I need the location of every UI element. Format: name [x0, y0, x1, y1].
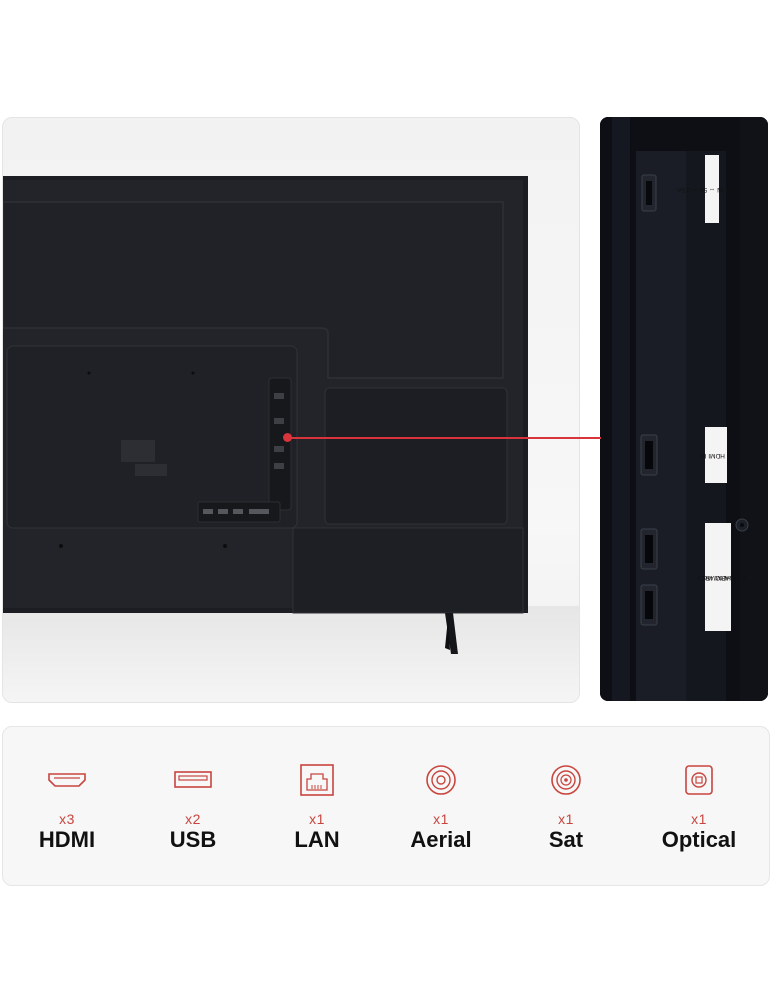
port-summary-panel: x3 HDMI x2 USB x1 LAN x1 Aerial: [2, 726, 770, 886]
tv-rear-photo: [2, 117, 580, 703]
port-count: x3: [59, 811, 75, 827]
port-name: Sat: [548, 827, 584, 852]
lan-icon: [300, 764, 334, 796]
port-name: LAN: [294, 827, 340, 852]
port-aerial: x1 Aerial: [377, 727, 505, 885]
port-count: x1: [433, 811, 449, 827]
port-closeup-photo: USB IN ⇔ 5V ⎓ 0.5A 1 HDMI IN 1 HDMI IN 2…: [600, 117, 768, 701]
port-closeup-illustration: [600, 117, 768, 701]
port-sat: x1 Sat: [502, 727, 630, 885]
port-count: x1: [691, 811, 707, 827]
aerial-icon: [426, 765, 456, 795]
port-usb: x2 USB: [129, 727, 257, 885]
port-count: x1: [558, 811, 574, 827]
port-count: x1: [309, 811, 325, 827]
port-name: Aerial: [410, 827, 472, 852]
usb-icon: [174, 771, 212, 788]
hdmi1-label: HDMI IN 1: [700, 427, 732, 483]
callout-dot: [283, 433, 292, 442]
hdmi2-3-label: HDMI IN 2(eARC/ARC) 3: [698, 523, 746, 631]
satellite-icon: [551, 765, 581, 795]
hdmi-icon: [48, 773, 86, 787]
tv-rear-illustration: [3, 176, 579, 702]
port-name: USB: [169, 827, 217, 852]
optical-icon: [685, 765, 713, 795]
usb-label: USB IN ⇔ 5V ⎓ 0.5A 1: [677, 155, 747, 223]
port-name: Optical: [661, 827, 737, 852]
port-optical: x1 Optical: [635, 727, 763, 885]
callout-line: [287, 437, 601, 439]
port-count: x2: [185, 811, 201, 827]
port-name: HDMI: [38, 827, 96, 852]
port-lan: x1 LAN: [253, 727, 381, 885]
port-hdmi: x3 HDMI: [3, 727, 131, 885]
